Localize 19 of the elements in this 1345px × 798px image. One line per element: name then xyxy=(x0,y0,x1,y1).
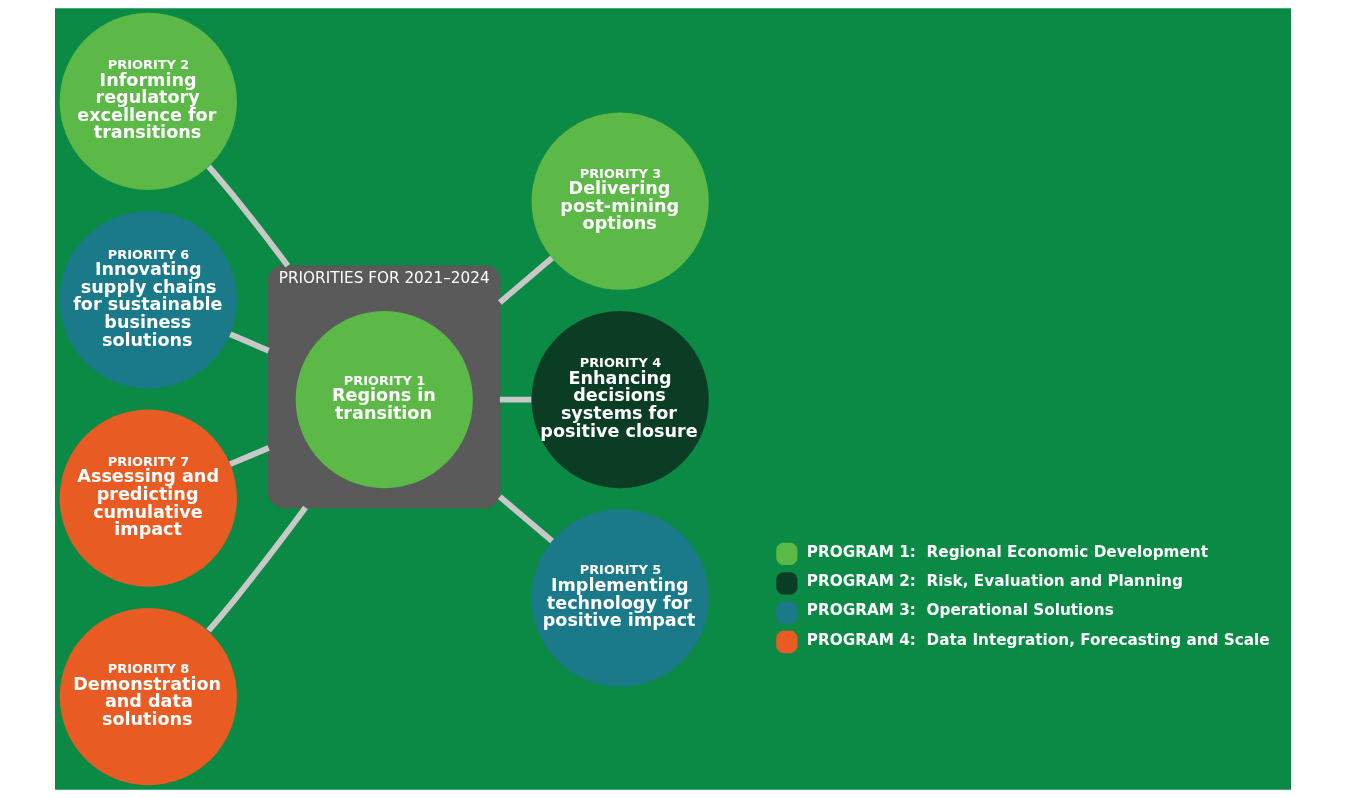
legend-label: PROGRAM 1: Regional Economic Development xyxy=(806,542,1208,561)
connector xyxy=(499,396,531,403)
node-circle: PRIORITY 8 Demonstration and data solutions xyxy=(59,607,237,786)
connector xyxy=(497,255,554,305)
connector xyxy=(228,445,270,467)
node-circle: PRIORITY 1 Regions in transition xyxy=(295,310,473,489)
node-circle: PRIORITY 7 Assessing and predicting cumulative impact xyxy=(59,409,237,587)
connector xyxy=(205,164,290,268)
legend-label: PROGRAM 4: Data Integration, Forecasting and Scale xyxy=(806,630,1270,649)
legend-label: PROGRAM 2: Risk, Evaluation and Planning xyxy=(806,572,1183,591)
connector xyxy=(228,331,270,354)
node-circle: PRIORITY 2 Informing regulatory excellence for transitions xyxy=(59,12,237,191)
node-circle: PRIORITY 5 Implementing technology for positive impact xyxy=(531,509,709,687)
legend-label: PROGRAM 3: Operational Solutions xyxy=(806,601,1114,620)
node-circle: PRIORITY 4 Enhancing decisions systems for positive closure xyxy=(531,310,709,489)
connector xyxy=(205,505,308,633)
connector xyxy=(497,494,554,544)
node-circle: PRIORITY 6 Innovating supply chains for sustainable business solutions xyxy=(59,211,237,389)
node-circle: PRIORITY 3 Delivering post-mining options xyxy=(531,112,709,290)
